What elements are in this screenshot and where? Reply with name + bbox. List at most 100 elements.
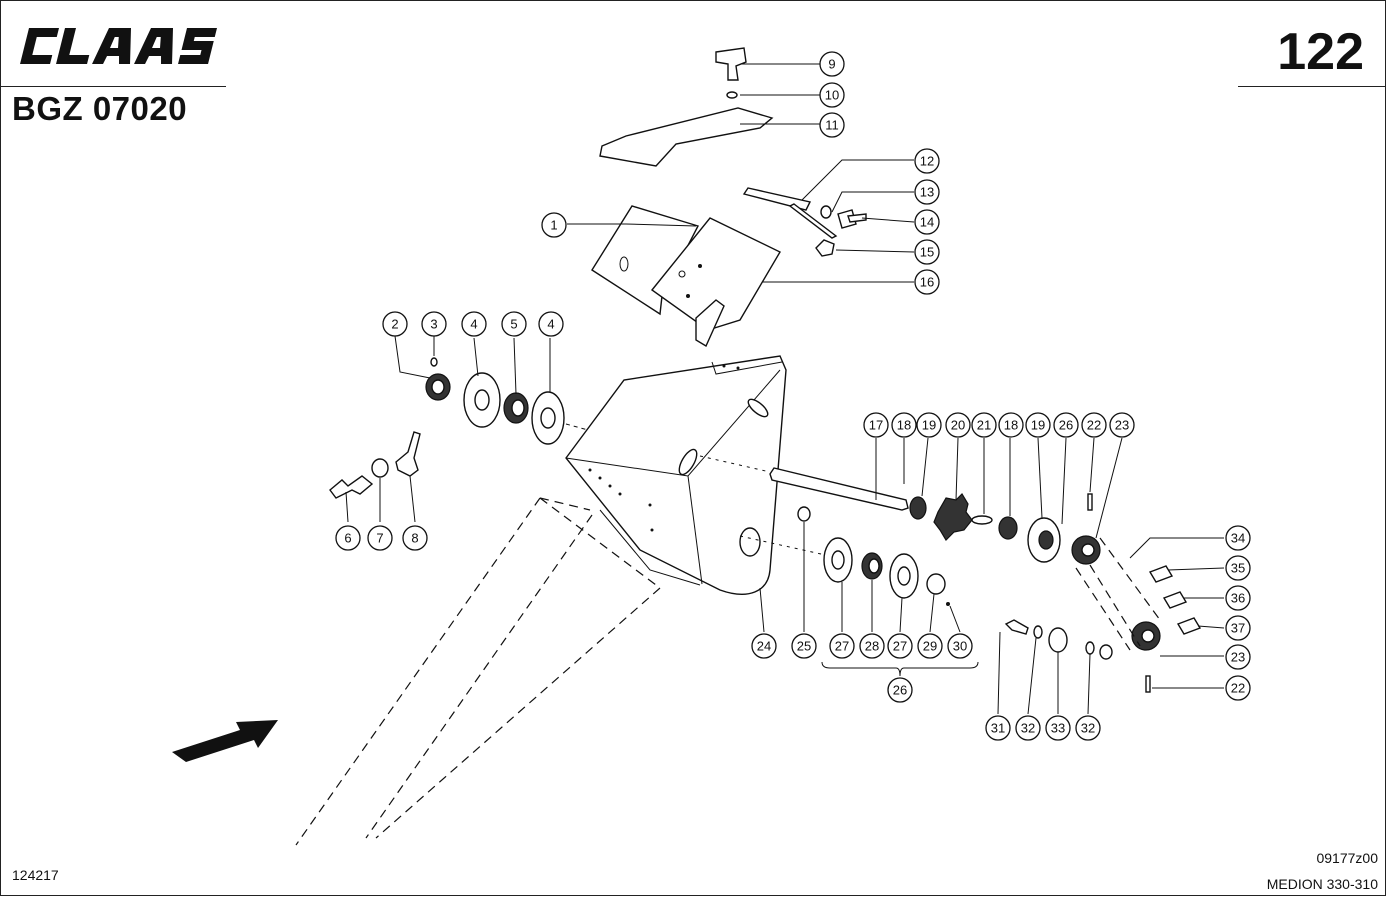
callout-2: 2 [382, 311, 408, 337]
svg-text:18: 18 [1004, 418, 1018, 433]
spacer-29 [926, 573, 946, 595]
svg-text:17: 17 [869, 418, 883, 433]
callout-21: 21 [971, 412, 997, 438]
callout-19b: 19 [1025, 412, 1051, 438]
assembly-code: BGZ 07020 [12, 90, 188, 127]
callout-31: 31 [985, 715, 1011, 741]
svg-text:10: 10 [825, 88, 839, 103]
chain-link-37 [1176, 617, 1202, 635]
callout-14: 14 [914, 209, 940, 235]
svg-text:6: 6 [344, 531, 351, 546]
callout-34: 34 [1225, 525, 1251, 551]
svg-text:33: 33 [1051, 721, 1065, 736]
flange-27a [823, 537, 853, 583]
brand-logo [20, 28, 218, 64]
svg-text:30: 30 [953, 639, 967, 654]
svg-text:26: 26 [893, 683, 907, 698]
bearing-5 [503, 392, 529, 424]
washer-13 [820, 205, 832, 219]
svg-text:35: 35 [1231, 561, 1245, 576]
callout-23b: 23 [1225, 644, 1251, 670]
washer-32b [1085, 641, 1095, 655]
svg-text:7: 7 [376, 531, 383, 546]
callout-5: 5 [501, 311, 527, 337]
svg-text:31: 31 [991, 721, 1005, 736]
grease-nipple-30 [946, 602, 950, 606]
callout-4b: 4 [538, 311, 564, 337]
callout-15: 15 [914, 239, 940, 265]
bolt-31 [1004, 619, 1029, 635]
svg-text:21: 21 [977, 418, 991, 433]
svg-text:19: 19 [922, 418, 936, 433]
bracket-8 [395, 431, 421, 477]
svg-text:37: 37 [1231, 621, 1245, 636]
svg-text:23: 23 [1231, 650, 1245, 665]
chain-link-35 [1148, 565, 1174, 583]
flange-plate-4b [531, 391, 565, 445]
svg-text:11: 11 [825, 118, 839, 133]
svg-text:24: 24 [757, 639, 771, 654]
bearing-19a [909, 496, 927, 520]
callout-18b: 18 [998, 412, 1024, 438]
sprocket-hub-26 [1027, 517, 1061, 563]
flange-bearing-2 [425, 373, 451, 401]
chute-outline [295, 497, 661, 846]
page-number: 122 [1277, 23, 1364, 81]
callout-7: 7 [367, 525, 393, 551]
bolt-14 [837, 209, 857, 229]
leader-lines [345, 63, 1225, 715]
svg-text:32: 32 [1021, 721, 1035, 736]
svg-text:28: 28 [865, 639, 879, 654]
callout-19a: 19 [916, 412, 942, 438]
pin-22b [1145, 675, 1151, 693]
callout-27b: 27 [887, 633, 913, 659]
footer-right-ref: 09177z00 [1316, 850, 1378, 866]
callout-16: 16 [914, 269, 940, 295]
callout-32b: 32 [1075, 715, 1101, 741]
svg-text:26: 26 [1059, 418, 1073, 433]
svg-text:22: 22 [1087, 418, 1101, 433]
svg-text:1: 1 [550, 218, 557, 233]
callout-28: 28 [859, 633, 885, 659]
bearing-28 [861, 552, 883, 580]
header-rule-left [0, 86, 226, 87]
svg-text:27: 27 [835, 639, 849, 654]
callout-9: 9 [819, 51, 845, 77]
key-21 [971, 515, 993, 525]
svg-text:13: 13 [920, 185, 934, 200]
callout-3: 3 [421, 311, 447, 337]
cover-plate-11 [599, 107, 774, 167]
callout-12: 12 [914, 148, 940, 174]
bolt-6 [329, 475, 374, 499]
svg-text:27: 27 [893, 639, 907, 654]
callout-30: 30 [947, 633, 973, 659]
callout-10: 10 [819, 82, 845, 108]
nut-15 [815, 239, 835, 257]
callout-26a: 26 [1053, 412, 1079, 438]
svg-text:16: 16 [920, 275, 934, 290]
footer-left-ref: 124217 [12, 867, 59, 883]
callout-25: 25 [791, 633, 817, 659]
group-bracket-26 [821, 661, 979, 677]
svg-text:34: 34 [1231, 531, 1245, 546]
handle-knob [715, 47, 747, 81]
callout-4a: 4 [461, 311, 487, 337]
svg-text:2: 2 [391, 317, 398, 332]
disc-33 [1048, 627, 1068, 653]
gearbox-housing [565, 355, 787, 595]
svg-text:14: 14 [920, 215, 934, 230]
chain-sprocket-upper [1071, 535, 1101, 565]
callout-26b: 26 [887, 677, 913, 703]
callout-29: 29 [917, 633, 943, 659]
callout-13: 13 [914, 179, 940, 205]
bushing-25 [797, 506, 811, 522]
grease-nipple-3 [430, 357, 438, 367]
flange-plate-4a [463, 372, 501, 428]
svg-text:19: 19 [1031, 418, 1045, 433]
callout-11: 11 [819, 112, 845, 138]
drive-chain-34 [1075, 537, 1161, 651]
slot-bracket [695, 299, 725, 348]
chain-link-36 [1162, 591, 1188, 609]
